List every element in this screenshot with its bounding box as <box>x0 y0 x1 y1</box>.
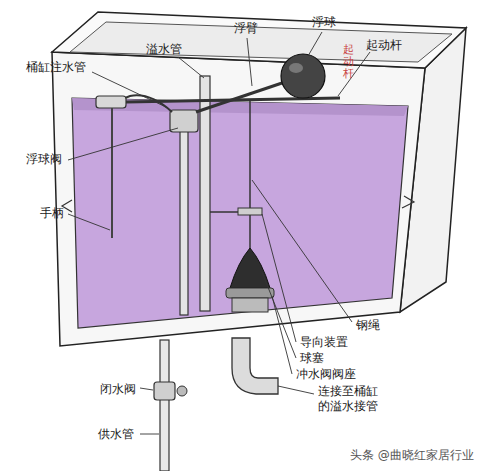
lid-vertical-text: 起动杆 <box>343 44 354 80</box>
part-label: 浮球 <box>312 15 336 30</box>
part-label: 连接至桶缸 的溢水接管 <box>318 384 382 414</box>
part-label: 起动杆 <box>366 38 402 53</box>
part-label: 手柄 <box>40 206 64 221</box>
part-label: 浮球阀 <box>26 152 62 167</box>
part-label: 桶缸注水管 <box>26 60 86 75</box>
part-label: 钢绳 <box>356 318 380 333</box>
watermark: 头条 @曲晓红家居行业 <box>350 448 474 463</box>
part-label: 导向装置 <box>300 335 348 350</box>
part-label: 浮臂 <box>234 21 258 36</box>
part-label: 供水管 <box>98 427 134 442</box>
part-label: 球塞 <box>300 351 324 366</box>
part-label: 溢水管 <box>146 42 182 57</box>
part-label: 冲水阀阀座 <box>296 367 356 382</box>
part-label: 闭水阀 <box>100 382 136 397</box>
